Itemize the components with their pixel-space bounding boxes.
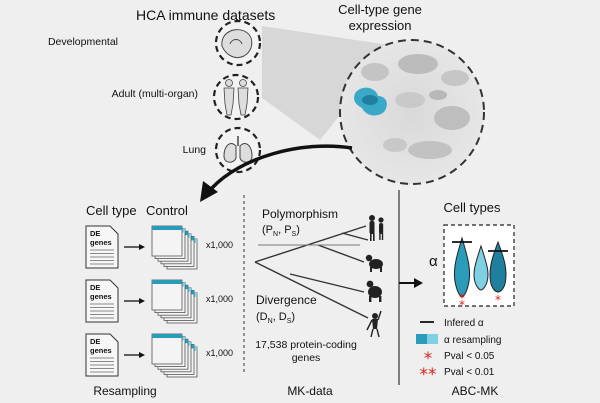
violin-2 xyxy=(473,244,489,291)
resampling-footer: Resampling xyxy=(93,384,156,398)
dataset-label-developmental: Developmental xyxy=(48,36,118,48)
legend-p01-symbol: ** xyxy=(420,365,437,385)
projection-cone xyxy=(262,26,395,140)
multiplier-label: x1,000 xyxy=(206,348,233,358)
flow-arrow-head xyxy=(200,181,218,202)
sig-star-violin-1: * xyxy=(459,291,465,305)
legend-resampling-label: α resampling xyxy=(444,335,501,346)
legend-resampling-swatch-light xyxy=(427,334,438,344)
lungs-icon xyxy=(214,126,262,174)
control-document-header xyxy=(152,280,182,284)
de-genes-label-line1: DE xyxy=(90,229,100,238)
gorilla-icon xyxy=(366,280,382,302)
orangutan-icon xyxy=(366,310,382,338)
multiplier-label: x1,000 xyxy=(206,240,233,250)
polymorphism-vars: (PN, PS) xyxy=(262,224,300,238)
control-document xyxy=(151,279,183,311)
resample-arrow-head xyxy=(139,298,145,304)
human-icon xyxy=(369,215,384,241)
mk-data-footer: MK-data xyxy=(287,384,333,398)
control-document xyxy=(151,333,183,365)
control-document-header xyxy=(152,226,182,230)
dataset-label-lung: Lung xyxy=(183,144,207,156)
divergence-vars: (DN, DS) xyxy=(256,311,295,325)
de-genes-document xyxy=(85,333,119,377)
de-genes-label-line2: genes xyxy=(90,292,112,301)
phylogenetic-tree xyxy=(254,225,369,319)
expression-title-line1: Cell-type gene xyxy=(338,2,422,17)
control-document xyxy=(151,225,183,257)
de-genes-document xyxy=(85,279,119,323)
umap-plot xyxy=(339,39,485,185)
abc-arrow-head xyxy=(414,278,423,288)
legend-p01-label: Pval < 0.01 xyxy=(444,367,495,378)
de-genes-label-line2: genes xyxy=(90,346,112,355)
control-title: Control xyxy=(146,203,188,218)
expression-title-line2: expression xyxy=(349,18,412,33)
genes-count-line2: genes xyxy=(292,352,321,364)
legend: Infered α α resampling * Pval < 0.05 ** … xyxy=(416,318,501,385)
abc-mk-footer: ABC-MK xyxy=(452,384,499,398)
resample-arrow-head xyxy=(139,352,145,358)
polymorphism-label: Polymorphism xyxy=(262,207,338,221)
de-genes-label-line1: DE xyxy=(90,283,100,292)
cell-types-title: Cell types xyxy=(443,200,501,215)
multiplier-label: x1,000 xyxy=(206,294,233,304)
alpha-axis-label: α xyxy=(429,253,438,270)
dataset-label-adult: Adult (multi-organ) xyxy=(112,88,198,100)
violin-3 xyxy=(489,240,507,293)
sig-star-violin-3: * xyxy=(495,293,501,307)
control-document-header xyxy=(152,334,182,338)
violin-panel: * * * xyxy=(443,224,515,312)
legend-inferred-label: Infered α xyxy=(444,318,484,329)
violin-1 xyxy=(453,236,471,298)
genes-count-line1: 17,538 protein-coding xyxy=(255,339,357,351)
legend-p05-label: Pval < 0.05 xyxy=(444,351,495,362)
cell-type-title: Cell type xyxy=(86,203,137,218)
legend-resampling-swatch-dark xyxy=(416,334,427,344)
sig-star-violin-1b: * xyxy=(459,298,465,312)
divergence-label: Divergence xyxy=(256,293,317,307)
embryo-icon xyxy=(214,19,262,67)
de-genes-document xyxy=(85,225,119,269)
resample-arrow-head xyxy=(139,244,145,250)
adults-icon xyxy=(212,73,260,121)
datasets-title: HCA immune datasets xyxy=(136,7,275,23)
de-genes-label-line1: DE xyxy=(90,337,100,346)
legend-p05-symbol: * xyxy=(424,349,433,369)
chimp-icon xyxy=(365,254,383,272)
flow-arrow-curve xyxy=(210,144,353,190)
de-genes-label-line2: genes xyxy=(90,238,112,247)
